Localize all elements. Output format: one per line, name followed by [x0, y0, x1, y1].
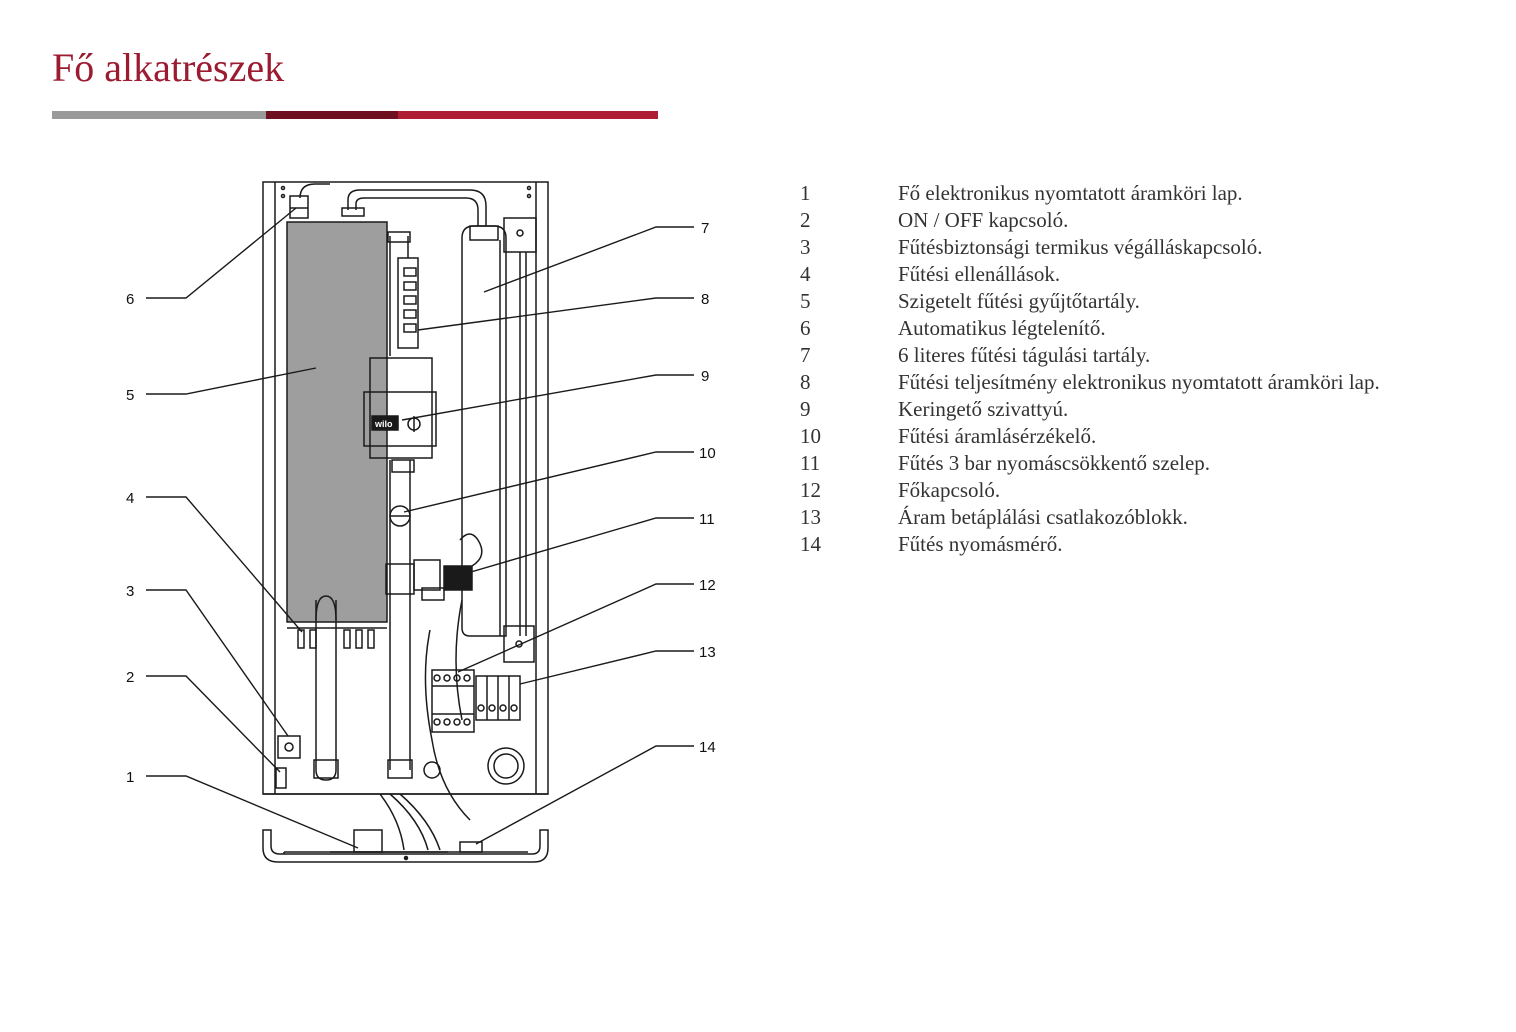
callout-7: 7 [701, 220, 709, 237]
leader-1 [146, 775, 359, 849]
callout-3: 3 [126, 583, 134, 600]
legend-item: 6 Automatikus légtelenítő. [800, 315, 1380, 342]
leader-5 [146, 367, 317, 395]
pump-brand-logo: wilo [374, 419, 393, 429]
bottom-tray [262, 829, 549, 863]
legend-number: 4 [800, 262, 811, 286]
expansion-tank [461, 225, 507, 637]
main-pcb [353, 829, 383, 853]
callout-8: 8 [701, 291, 709, 308]
legend-item: 7 6 literes fűtési tágulási tartály. [800, 342, 1380, 369]
callout-1: 1 [126, 769, 134, 786]
callout-4: 4 [126, 490, 134, 507]
callout-10: 10 [699, 445, 716, 462]
legend-number: 12 [800, 478, 821, 502]
legend-number: 3 [800, 235, 811, 259]
leader-11 [463, 517, 694, 575]
legend-item: 2 ON / OFF kapcsoló. [800, 207, 1380, 234]
callout-2: 2 [126, 669, 134, 686]
legend-text: Fűtési ellenállások. [898, 262, 1061, 286]
legend-text: Fűtés nyomásmérő. [898, 532, 1063, 556]
legend-text: Áram betáplálási csatlakozóblokk. [898, 505, 1188, 529]
legend-number: 2 [800, 208, 811, 232]
callout-13: 13 [699, 644, 716, 661]
legend-number: 9 [800, 397, 811, 421]
air-vent [289, 195, 309, 219]
parts-legend: 1 Fő elektronikus nyomtatott áramköri lap… [800, 180, 1380, 558]
callout-5: 5 [126, 387, 134, 404]
legend-number: 13 [800, 505, 821, 529]
legend-item: 5 Szigetelt fűtési gyűjtőtartály. [800, 288, 1380, 315]
on-off-switch [275, 767, 287, 789]
pressure-gauge [459, 841, 483, 853]
leader-13 [519, 650, 694, 685]
callout-11: 11 [699, 511, 715, 528]
main-switch [431, 669, 475, 733]
legend-number: 11 [800, 451, 821, 475]
legend-text: Főkapcsoló. [898, 478, 1001, 502]
legend-text: Fő elektronikus nyomtatott áramköri lap. [898, 181, 1243, 205]
legend-text: Szigetelt fűtési gyűjtőtartály. [898, 289, 1140, 313]
legend-number: 6 [800, 316, 811, 340]
callout-14: 14 [699, 739, 716, 756]
leader-6 [146, 207, 297, 299]
legend-text: Fűtés 3 bar nyomáscsökkentő szelep. [898, 451, 1211, 475]
thermostat [277, 735, 301, 759]
legend-item: 13 Áram betáplálási csatlakozóblokk. [800, 504, 1380, 531]
leader-8 [417, 297, 694, 331]
legend-number: 10 [800, 424, 821, 448]
legend-text: Fűtésbiztonsági termikus végálláskapcsol… [898, 235, 1263, 259]
title-underline-dark [266, 111, 398, 119]
leader-7 [483, 226, 694, 293]
leader-9 [401, 374, 694, 421]
legend-text: 6 literes fűtési tágulási tartály. [898, 343, 1151, 367]
legend-number: 7 [800, 343, 811, 367]
leader-4 [146, 496, 303, 633]
legend-text: Fűtési teljesítmény elektronikus nyomtat… [898, 370, 1380, 394]
legend-item: 11 Fűtés 3 bar nyomáscsökkentő szelep. [800, 450, 1380, 477]
legend-item: 12 Főkapcsoló. [800, 477, 1380, 504]
legend-item: 9 Keringető szivattyú. [800, 396, 1380, 423]
legend-item: 8 Fűtési teljesítmény elektronikus nyomta… [800, 369, 1380, 396]
callout-6: 6 [126, 291, 134, 308]
leader-14 [475, 745, 694, 845]
leader-10 [403, 451, 694, 513]
page-title: Fő alkatrészek [52, 45, 285, 90]
legend-text: Automatikus légtelenítő. [898, 316, 1106, 340]
legend-item: 1 Fő elektronikus nyomtatott áramköri lap… [800, 180, 1380, 207]
legend-number: 1 [800, 181, 811, 205]
relief-valve [443, 565, 473, 591]
leader-2 [146, 675, 281, 773]
title-underline-red [398, 111, 658, 119]
circulation-pump [369, 357, 433, 459]
callout-12: 12 [699, 577, 716, 594]
callout-9: 9 [701, 368, 709, 385]
leader-12 [457, 583, 694, 673]
legend-item: 14 Fűtés nyomásmérő. [800, 531, 1380, 558]
legend-item: 10 Fűtési áramlásérzékelő. [800, 423, 1380, 450]
legend-number: 5 [800, 289, 811, 313]
legend-text: ON / OFF kapcsoló. [898, 208, 1069, 232]
title-underline-grey [52, 111, 266, 119]
legend-number: 8 [800, 370, 811, 394]
legend-text: Fűtési áramlásérzékelő. [898, 424, 1097, 448]
leader-3 [146, 589, 289, 737]
legend-item: 3 Fűtésbiztonsági termikus végálláskapcso… [800, 234, 1380, 261]
legend-number: 14 [800, 532, 821, 556]
legend-text: Keringető szivattyú. [898, 397, 1069, 421]
power-board [397, 257, 419, 349]
legend-item: 4 Fűtési ellenállások. [800, 261, 1380, 288]
